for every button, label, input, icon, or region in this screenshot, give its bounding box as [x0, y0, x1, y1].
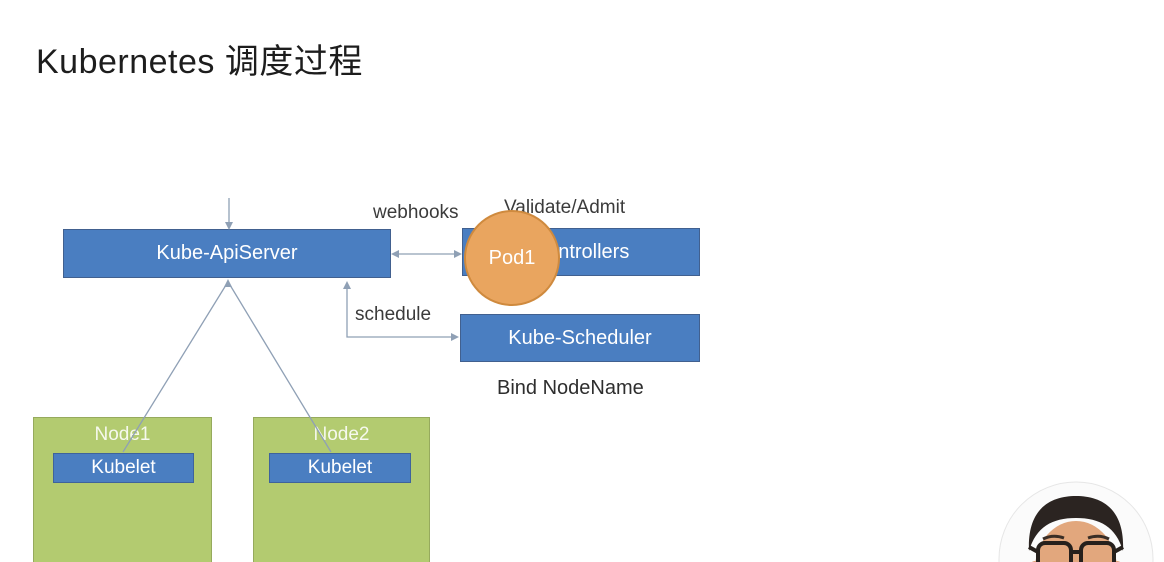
node2-box: Node2 Kubelet	[253, 417, 430, 562]
node1-box: Node1 Kubelet	[33, 417, 212, 562]
node2-kubelet-label: Kubelet	[307, 457, 373, 478]
kube-apiserver-box: Kube-ApiServer	[63, 229, 391, 278]
kube-apiserver-label: Kube-ApiServer	[156, 242, 298, 264]
pod1-label: Pod1	[488, 246, 536, 269]
validate-admit-label: Validate/Admit	[504, 197, 626, 218]
arrowhead-right-into-scheduler	[451, 333, 459, 341]
node1-kubelet-label: Kubelet	[91, 457, 156, 478]
schedule-label: schedule	[355, 304, 432, 325]
node1-label: Node1	[94, 424, 151, 445]
arrowhead-up-schedule	[343, 281, 351, 289]
presenter-face-image	[998, 481, 1154, 562]
kube-scheduler-box: Kube-Scheduler	[460, 314, 700, 362]
kube-scheduler-label: Kube-Scheduler	[508, 326, 652, 349]
webhooks-label: webhooks	[373, 202, 459, 223]
page-title: Kubernetes 调度过程	[36, 43, 363, 81]
node2-kubelet-box: Kubelet	[269, 453, 411, 483]
arrowhead-left-into-apiserver	[391, 250, 399, 258]
webcam-overlay	[998, 481, 1154, 562]
pod1-circle: Pod1	[464, 210, 560, 306]
glasses	[1028, 541, 1124, 562]
arrowhead-right-into-controllers	[454, 250, 462, 258]
node1-kubelet-box: Kubelet	[53, 453, 194, 483]
bind-nodename-label: Bind NodeName	[497, 377, 644, 399]
node2-label: Node2	[313, 424, 370, 445]
arrowhead-up-into-apiserver-bottom	[224, 279, 232, 287]
